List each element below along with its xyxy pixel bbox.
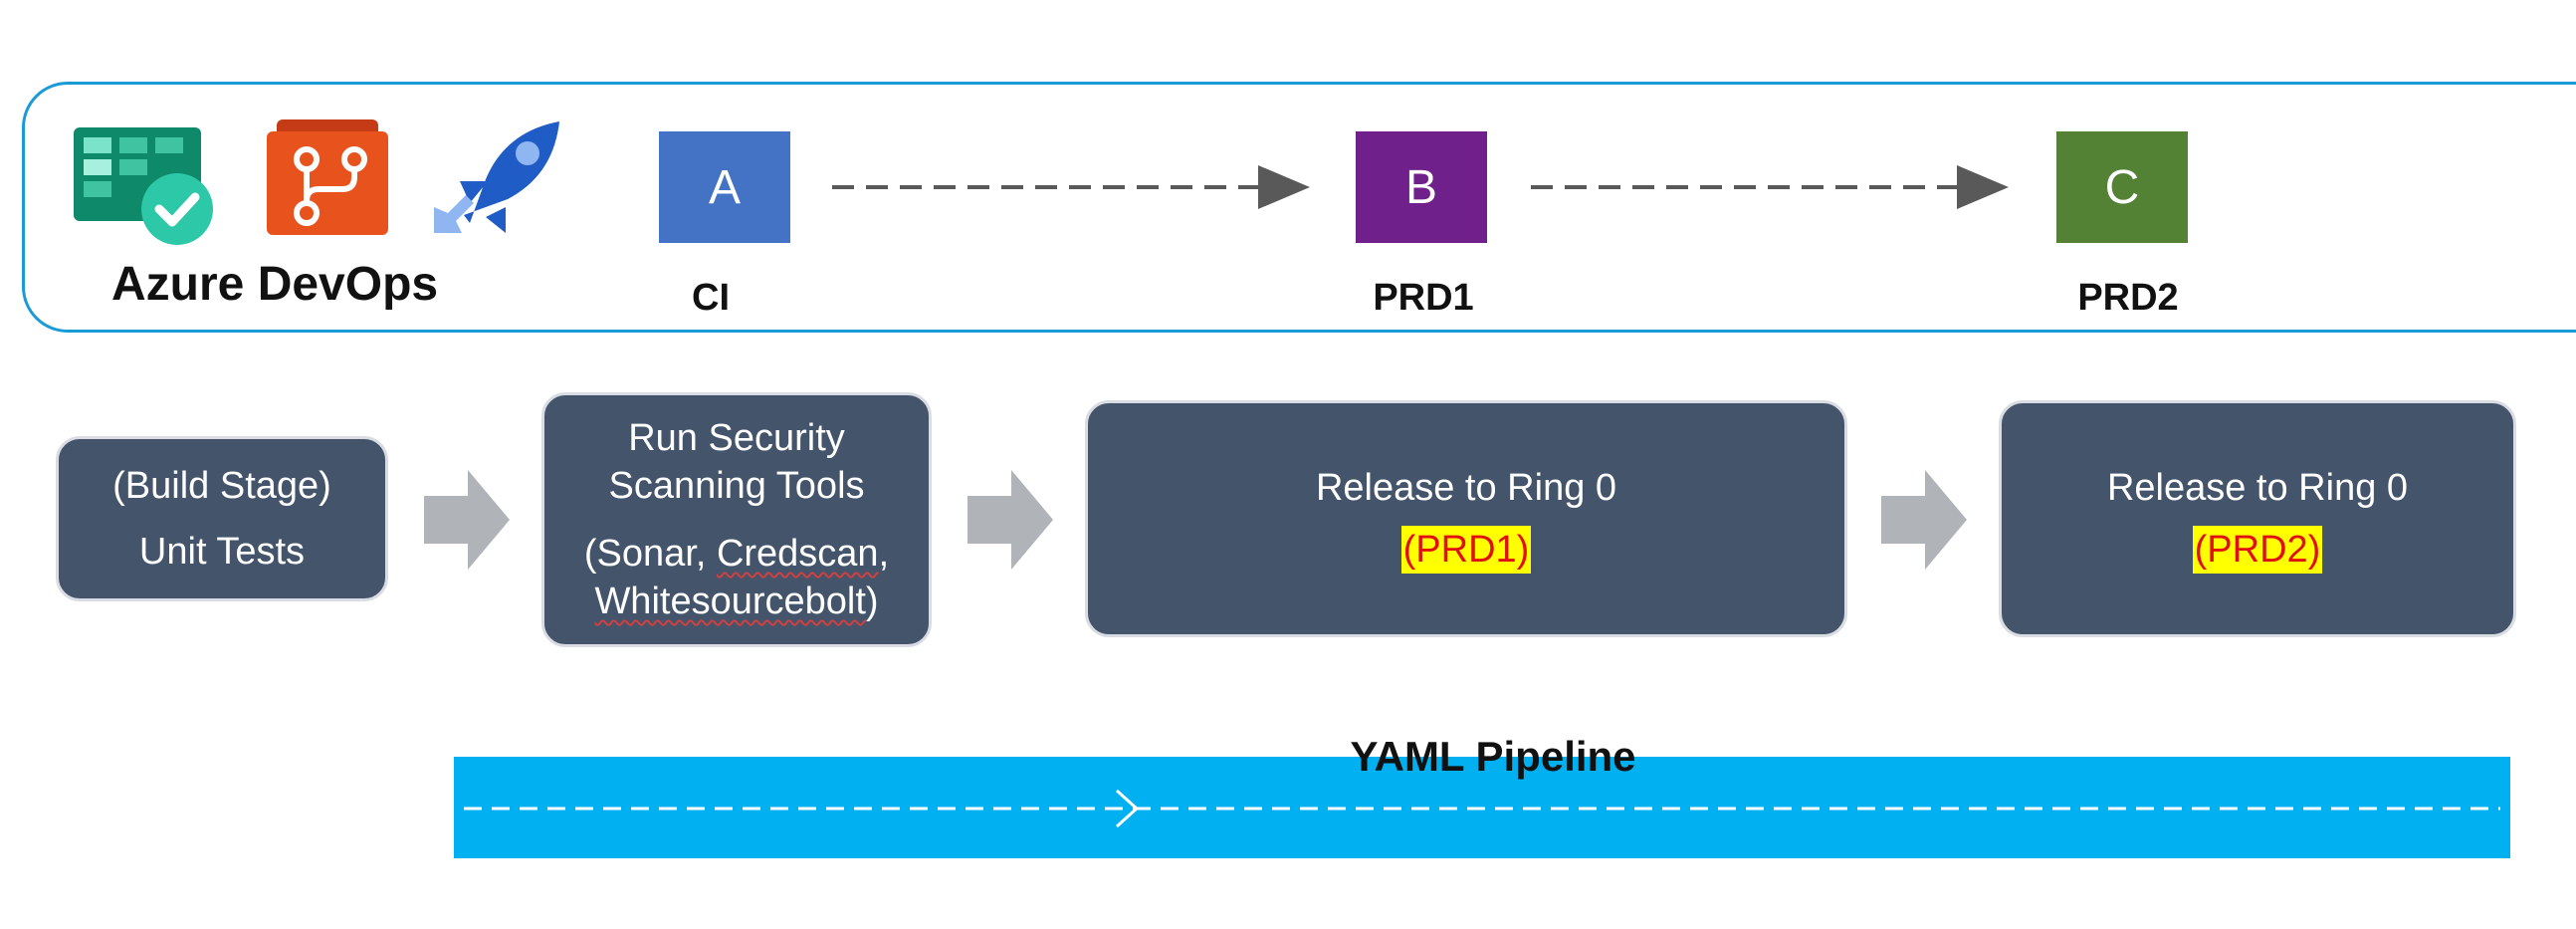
build-stage-title: (Build Stage): [112, 465, 331, 507]
azure-boards-icon: [74, 127, 213, 245]
dashed-arrow-prd1-to-prd2: [1531, 165, 2009, 209]
stage-prd1-label: PRD1: [1373, 277, 1474, 319]
tools-sonar: (Sonar,: [583, 533, 717, 575]
stage-c-letter: C: [2104, 160, 2140, 214]
security-tools-line4: Whitesourcebolt): [594, 578, 878, 625]
flow-arrow-1: [424, 470, 510, 570]
tools-whitesourcebolt: Whitesourcebolt: [594, 581, 866, 622]
build-stage-box: (Build Stage) Unit Tests: [56, 436, 388, 601]
pipeline-dashed-line: [464, 789, 2500, 828]
release-prd1-title: Release to Ring 0: [1315, 467, 1617, 509]
dashed-arrow-ci-to-prd1: [832, 165, 1310, 209]
stage-b-square: B: [1356, 131, 1487, 243]
release-prd1-tag: (PRD1): [1400, 526, 1532, 574]
release-prd2-tag: (PRD2): [2192, 526, 2323, 574]
release-prd2-box: Release to Ring 0 (PRD2): [1999, 400, 2516, 637]
azure-repos-icon: [267, 119, 388, 235]
azure-devops-stages-panel: [22, 82, 2576, 333]
security-tools-line3: (Sonar, Credscan,: [584, 530, 889, 578]
tools-comma: ,: [878, 533, 890, 575]
azure-pipelines-icon: [434, 121, 559, 233]
release-prd1-box: Release to Ring 0 (PRD1): [1085, 400, 1847, 637]
flow-arrow-3: [1881, 470, 1967, 570]
tools-close-paren: ): [865, 581, 879, 622]
stage-ci-label: CI: [692, 277, 730, 319]
stage-c-square: C: [2056, 131, 2188, 243]
stage-prd2-label: PRD2: [2077, 277, 2179, 319]
stage-b-letter: B: [1404, 160, 1437, 214]
release-prd2-title: Release to Ring 0: [2106, 467, 2409, 509]
stage-a-letter: A: [708, 160, 741, 214]
stage-a-square: A: [659, 131, 790, 243]
azure-devops-title: Azure DevOps: [111, 258, 439, 311]
security-line1: Run Security: [628, 417, 845, 459]
security-line2: Scanning Tools: [608, 465, 865, 507]
yaml-pipeline-label: YAML Pipeline: [1350, 733, 1636, 780]
tools-credscan: Credscan: [716, 533, 879, 575]
security-scanning-box: Run Security Scanning Tools (Sonar, Cred…: [541, 392, 932, 647]
flow-arrow-2: [967, 470, 1053, 570]
unit-tests-label: Unit Tests: [138, 531, 306, 573]
